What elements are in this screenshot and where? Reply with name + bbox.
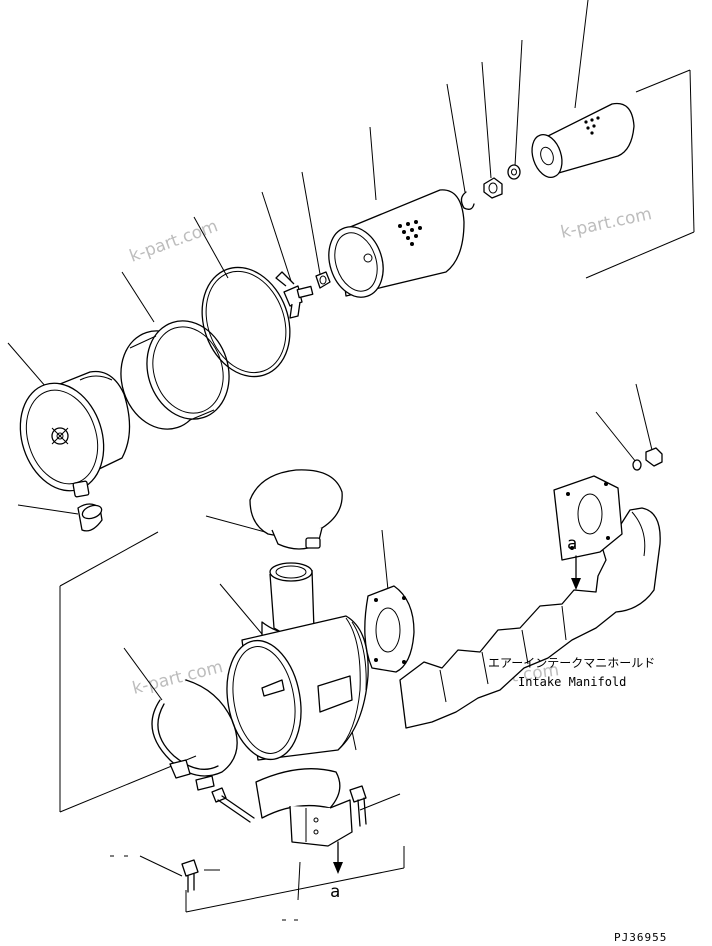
manifold-washer [632,459,642,471]
arrow-a-bottom-label: a [330,882,340,902]
watermark: k-part.com [127,216,221,266]
arrow-a-top-label: a [567,534,577,554]
drawing-code: PJ36955 [614,931,667,944]
rubber-band [120,320,230,430]
air-cleaner-body [226,562,369,761]
seal-washer [507,164,521,180]
perforation-dots [398,220,422,246]
arrow-a-top: a [567,534,581,590]
intake-manifold [399,475,661,729]
outer-element [328,189,465,298]
wing-nut [275,271,314,319]
rain-cap [205,469,343,550]
air-cleaner-cover [19,370,131,498]
snap-ring [460,191,475,210]
manifold-label-en: Intake Manifold [518,675,626,689]
gasket [364,585,415,673]
dust-valve [17,503,103,532]
inner-element [531,102,635,179]
manifold-label-jp: エアーインテークマニホールド [488,656,655,670]
small-marks [110,855,298,921]
clamp-bolt [211,787,255,823]
mounting-bracket [255,768,353,847]
watermark: k-part.com [559,204,654,243]
bolt-right [349,785,367,827]
arrow-a-bottom: a [330,841,343,902]
bolt-left [181,859,199,893]
leader-lines-top [7,0,695,388]
manifold-nut [645,447,663,467]
clamp-band [151,679,238,791]
washer-small [315,271,331,289]
o-ring-large [201,266,291,378]
leader-lines-bottom [59,383,653,913]
nut [483,177,503,199]
